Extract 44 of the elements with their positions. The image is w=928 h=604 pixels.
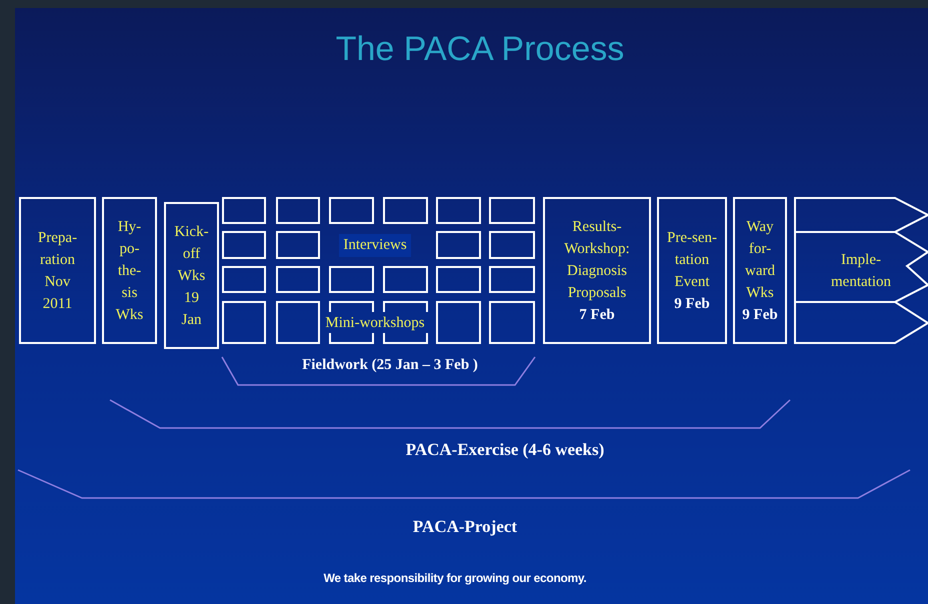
grid-box: [276, 197, 320, 224]
grid-box: [329, 197, 374, 224]
exercise-label: PACA-Exercise (4-6 weeks): [404, 439, 606, 461]
step-text: Results-Workshop: Diagnosis Proposals: [563, 218, 631, 302]
grid-box: [383, 197, 428, 224]
footer-slogan: We take responsibility for growing our economy.: [322, 570, 588, 587]
grid-box: [436, 197, 481, 224]
process-box: [164, 202, 219, 349]
grid-box: [436, 301, 481, 344]
process-box: [543, 197, 651, 344]
date-text: 9 Feb: [673, 294, 711, 314]
grid-box: [222, 301, 266, 344]
date-text: 9 Feb: [741, 306, 779, 324]
grid-box: [489, 301, 535, 344]
grid-box: [329, 266, 374, 293]
process-box: [657, 197, 727, 344]
interviews-label: Interviews: [339, 234, 411, 256]
date-text: 7 Feb: [578, 306, 616, 324]
grid-box: [276, 266, 320, 293]
grid-box: [276, 231, 320, 259]
grid-box: [489, 197, 535, 224]
grid-box: [222, 231, 266, 259]
slide-title: The PACA Process: [334, 29, 626, 70]
arrow-shape-box: [794, 197, 928, 344]
project-label: PACA-Project: [412, 516, 518, 538]
step-text: Pre-sen-tation Event: [666, 228, 718, 292]
grid-box: [489, 231, 535, 259]
step-text: Imple-mentation: [830, 250, 892, 292]
grid-box: [276, 301, 320, 344]
step-text: Prepa-ration Nov 2011: [36, 228, 78, 314]
process-box: [19, 197, 96, 344]
grid-box: [383, 266, 428, 293]
grid-box: [222, 197, 266, 224]
grid-box: [489, 266, 535, 293]
step-text: Hy-po-the-sis Wks: [114, 218, 144, 324]
step-text: Kick-off Wks 19 Jan: [173, 222, 210, 330]
step-text: Way for-ward Wks: [744, 218, 776, 302]
process-box: [733, 197, 787, 344]
grid-box: [436, 231, 481, 259]
grid-box: [222, 266, 266, 293]
mini-workshops-label: Mini-workshops: [324, 314, 426, 333]
fieldwork-label: Fieldwork (25 Jan – 3 Feb ): [301, 356, 479, 375]
process-box: [102, 197, 157, 344]
grid-box: [436, 266, 481, 293]
